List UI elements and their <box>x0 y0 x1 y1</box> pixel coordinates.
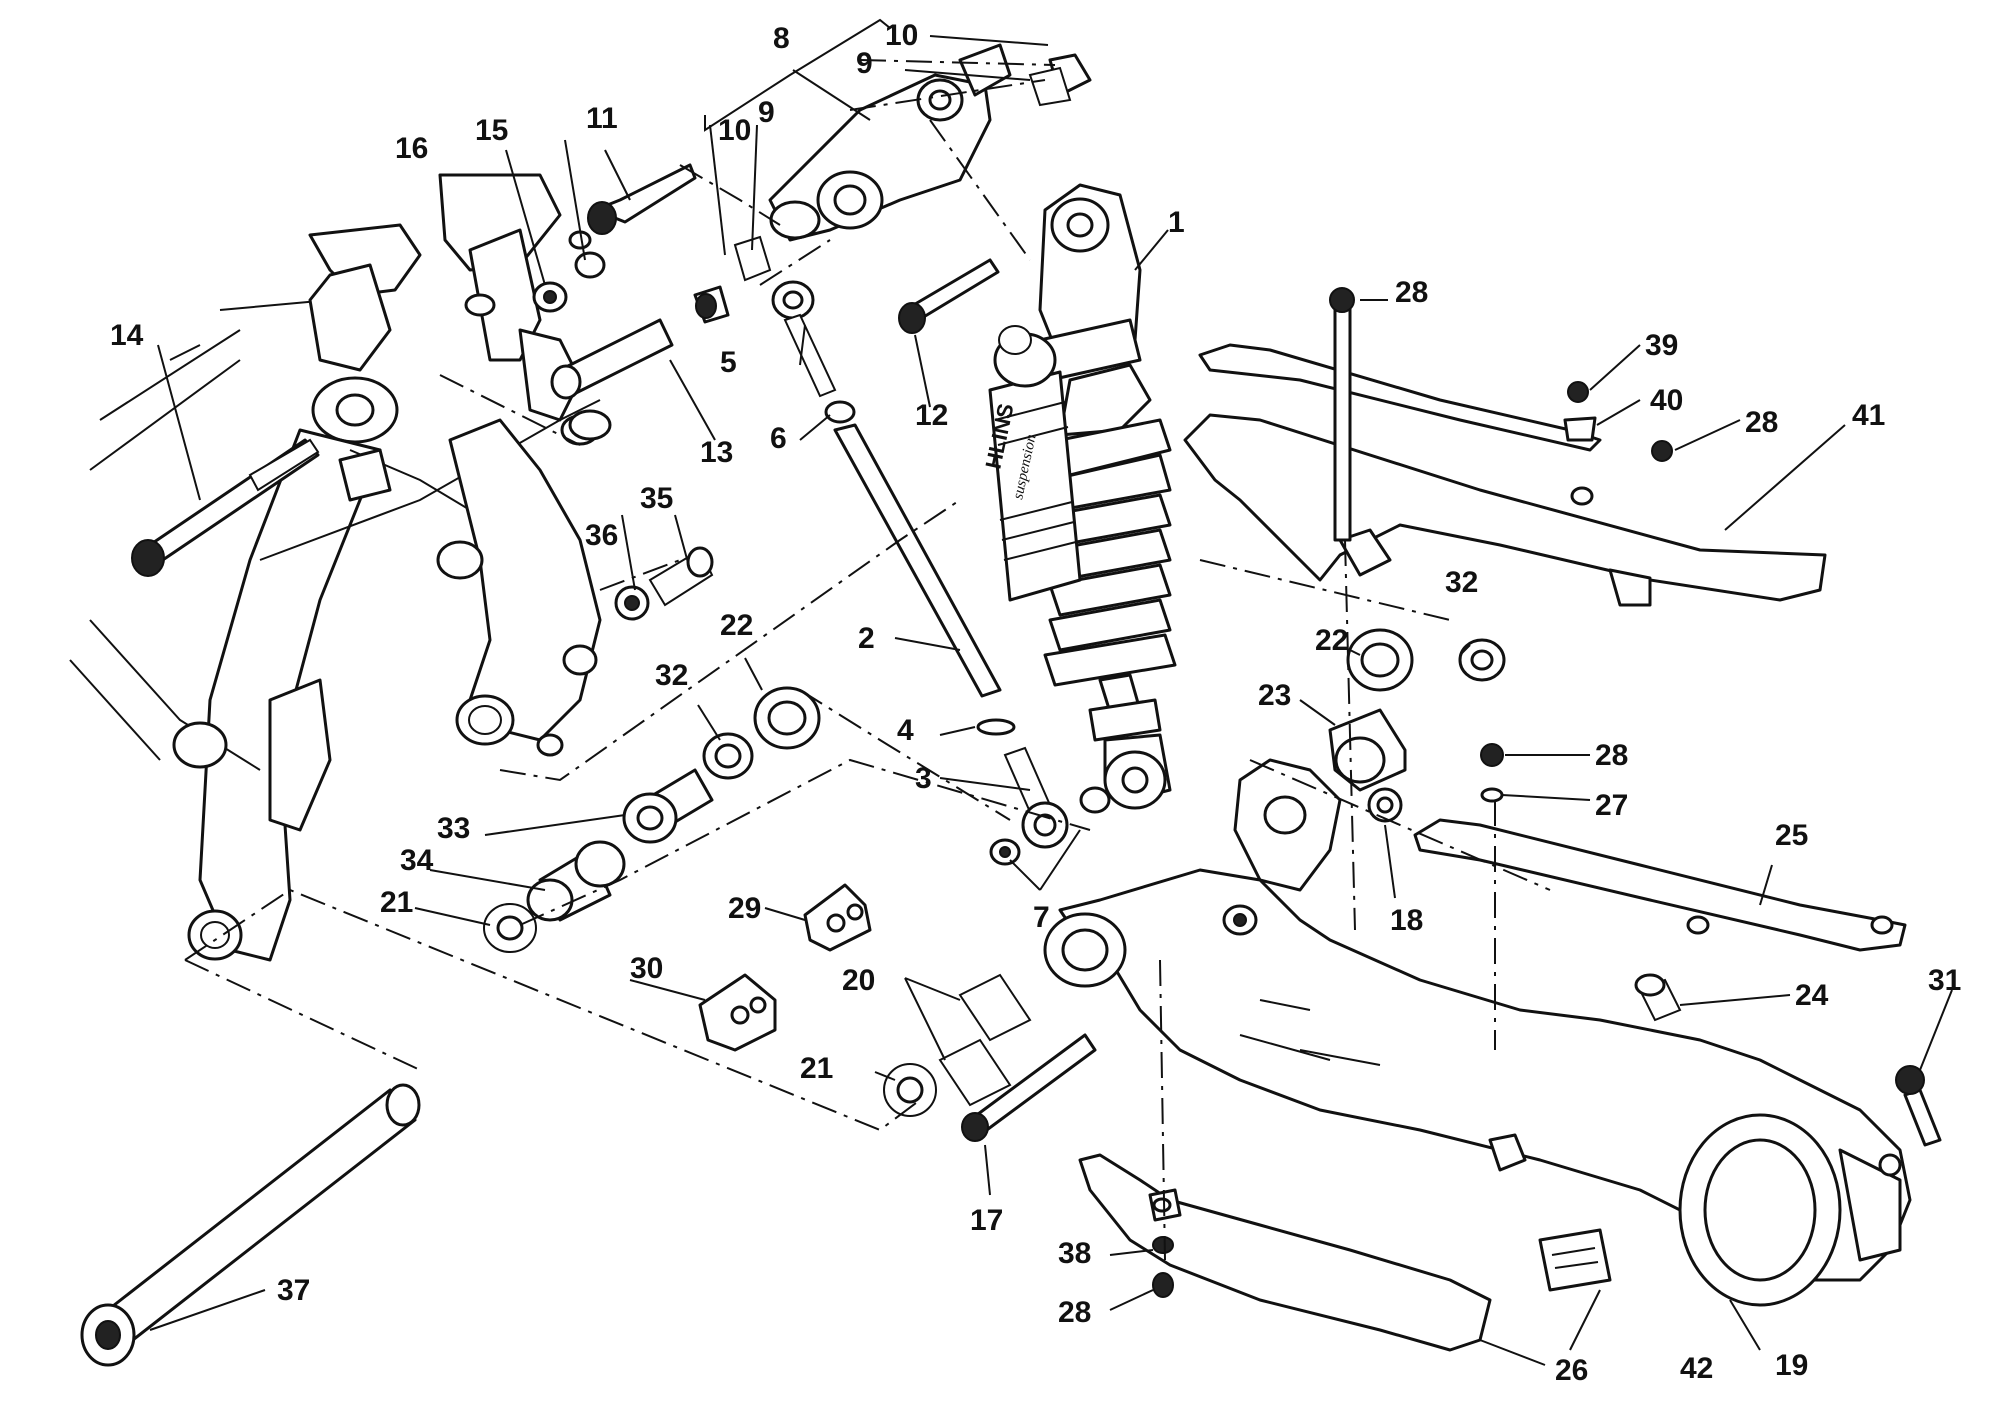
nut-6 <box>824 400 856 424</box>
callout-29: 29 <box>728 892 761 925</box>
callout-27: 27 <box>1595 789 1628 822</box>
washer-15 <box>574 251 606 279</box>
callout-24: 24 <box>1795 979 1829 1012</box>
chain-slider-lower <box>1078 1153 1492 1352</box>
hardware-upper <box>131 163 1000 621</box>
plate-42 <box>1538 1228 1612 1292</box>
callout-22-right: 22 <box>1315 624 1348 657</box>
clip-40 <box>1563 416 1597 442</box>
callout-35: 35 <box>640 482 673 515</box>
chain-slider-upper <box>1413 818 1907 952</box>
callout-42: 42 <box>1680 1352 1713 1385</box>
callout-33: 33 <box>437 812 470 845</box>
callout-21-right: 21 <box>800 1052 833 1085</box>
callout-3: 3 <box>915 762 932 795</box>
leader-lines <box>149 35 1953 1366</box>
callout-11: 11 <box>586 102 618 135</box>
bolt-28-guard <box>1333 298 1352 542</box>
screw-28-guard <box>1651 440 1673 462</box>
callout-30: 30 <box>630 952 663 985</box>
callout-28-lower: 28 <box>1058 1296 1091 1329</box>
callout-41: 41 <box>1852 399 1885 432</box>
rod-2 <box>833 423 1002 698</box>
callout-2: 2 <box>858 622 875 655</box>
callout-17: 17 <box>970 1204 1003 1237</box>
chain-guard <box>1183 343 1827 607</box>
swingarm <box>1043 758 1912 1307</box>
bolt-31 <box>1903 1088 1942 1147</box>
callout-10-left: 10 <box>718 114 751 147</box>
bracket-8 <box>704 18 891 132</box>
screw-28-slider <box>1480 743 1504 767</box>
callout-7: 7 <box>1033 901 1050 934</box>
callout-37: 37 <box>277 1274 310 1307</box>
washer-27 <box>1480 787 1504 803</box>
callout-9-left: 9 <box>758 96 775 129</box>
callout-32-left: 32 <box>655 659 688 692</box>
callout-8: 8 <box>773 22 790 55</box>
bushings-center <box>483 628 1506 1142</box>
callout-21-left: 21 <box>380 886 413 919</box>
frame <box>69 173 602 962</box>
callout-34: 34 <box>400 844 434 877</box>
callout-40: 40 <box>1650 384 1683 417</box>
callout-26: 26 <box>1555 1354 1588 1387</box>
callout-13: 13 <box>700 436 733 469</box>
callout-19: 19 <box>1775 1349 1808 1382</box>
nut-4 <box>976 718 1016 736</box>
callout-25: 25 <box>1775 819 1808 852</box>
callout-labels: 1 2 3 4 5 6 7 8 9 9 10 10 11 12 13 14 15… <box>110 19 1961 1387</box>
callout-6: 6 <box>770 422 787 455</box>
callout-14: 14 <box>110 319 144 352</box>
spindle-37 <box>80 1083 421 1367</box>
assembly-lines <box>184 59 1551 1261</box>
callout-22-left: 22 <box>720 609 753 642</box>
callout-1: 1 <box>1168 206 1185 239</box>
callout-31: 31 <box>1928 964 1961 997</box>
callout-15: 15 <box>475 114 508 147</box>
rocker-linkage <box>693 43 1092 324</box>
screw-28-lower <box>1152 1272 1174 1298</box>
bearing-9-right <box>1028 66 1072 107</box>
shock-absorber: HLINS suspension <box>980 183 1177 810</box>
callout-36: 36 <box>585 519 618 552</box>
callout-18: 18 <box>1390 904 1423 937</box>
needle-bearing-20a <box>958 973 1032 1042</box>
hardware-right <box>1152 287 1942 1298</box>
callout-9-top: 9 <box>856 47 873 80</box>
callout-39: 39 <box>1645 329 1678 362</box>
callout-38: 38 <box>1058 1237 1091 1270</box>
callout-4: 4 <box>897 714 914 747</box>
callout-16: 16 <box>395 132 428 165</box>
callout-12: 12 <box>915 399 948 432</box>
callout-32-right: 32 <box>1445 566 1478 599</box>
callout-28-slider: 28 <box>1595 739 1628 772</box>
nut-38 <box>1152 1236 1174 1254</box>
callout-5: 5 <box>720 346 737 379</box>
screw-39 <box>1567 381 1589 403</box>
callout-10-top: 10 <box>885 19 918 52</box>
callout-28-guard: 28 <box>1745 406 1778 439</box>
callout-28-top: 28 <box>1395 276 1428 309</box>
tie-rod-assembly <box>771 280 1111 866</box>
needle-bearing-20b <box>938 1038 1012 1107</box>
callout-23: 23 <box>1258 679 1291 712</box>
callout-20: 20 <box>842 964 875 997</box>
